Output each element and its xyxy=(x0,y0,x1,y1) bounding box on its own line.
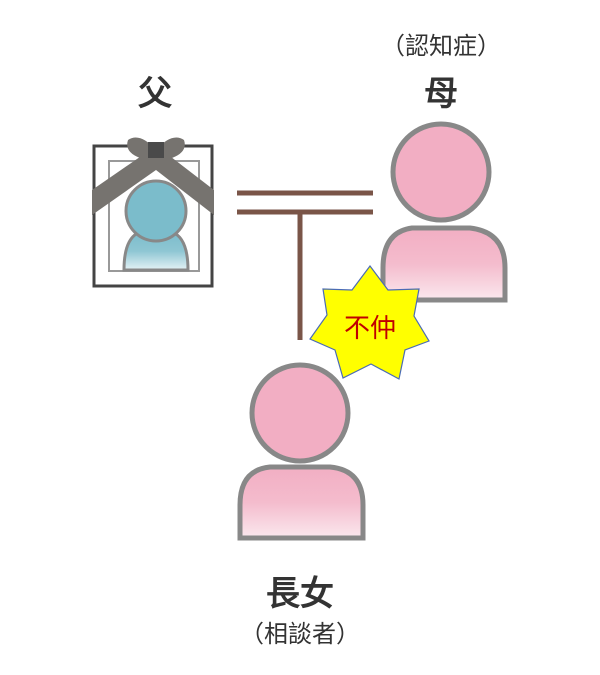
father-label: 父 xyxy=(138,74,172,114)
mother-label: 母 xyxy=(424,74,458,114)
daughter-label: 長女 xyxy=(266,574,334,614)
mother-note: （認知症） xyxy=(381,32,501,60)
daughter-person-icon xyxy=(237,362,366,541)
relationship-lines xyxy=(237,190,373,340)
daughter-note: （相談者） xyxy=(240,620,360,648)
mother-person-icon xyxy=(380,121,508,303)
father-memorial-portrait xyxy=(92,137,214,288)
ribbon-knot-icon xyxy=(148,142,164,158)
mourning-ribbon-icon xyxy=(92,150,214,215)
conflict-star-icon xyxy=(309,265,430,380)
conflict-label: 不仲 xyxy=(343,314,397,344)
ribbon-bow-icon xyxy=(127,137,185,158)
father-head-icon xyxy=(124,179,188,243)
